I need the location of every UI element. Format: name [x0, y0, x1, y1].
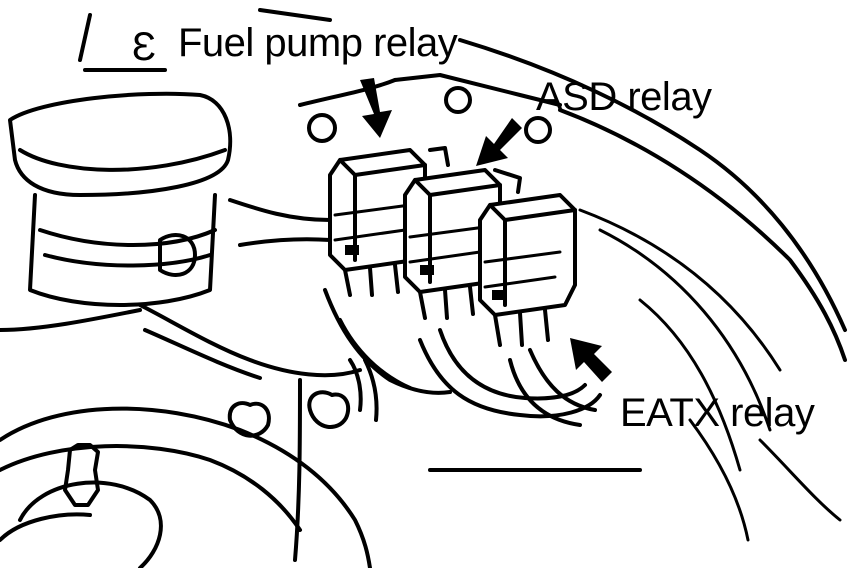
fuel-pump-relay-label: Fuel pump relay — [178, 21, 458, 65]
asd-relay — [403, 146, 522, 320]
asd-relay-label: ASD relay — [536, 75, 712, 119]
eatx-relay-arrow — [570, 338, 612, 382]
bracket-holes — [298, 73, 562, 144]
eatx-relay-label: EATX relay — [620, 391, 815, 435]
fender-lines — [258, 8, 847, 542]
asd-relay-arrow — [476, 118, 522, 166]
corner-mark-glyph: Ɛ — [132, 25, 156, 69]
pointer-arrows — [360, 78, 612, 382]
lower-components — [0, 358, 642, 568]
relay-cluster — [328, 146, 577, 347]
brake-fluid-reservoir — [0, 91, 362, 380]
fuel-pump-relay-arrow — [360, 78, 392, 138]
hoses — [228, 198, 602, 427]
eatx-relay — [478, 193, 577, 347]
corner-mark: Ɛ — [78, 13, 167, 72]
